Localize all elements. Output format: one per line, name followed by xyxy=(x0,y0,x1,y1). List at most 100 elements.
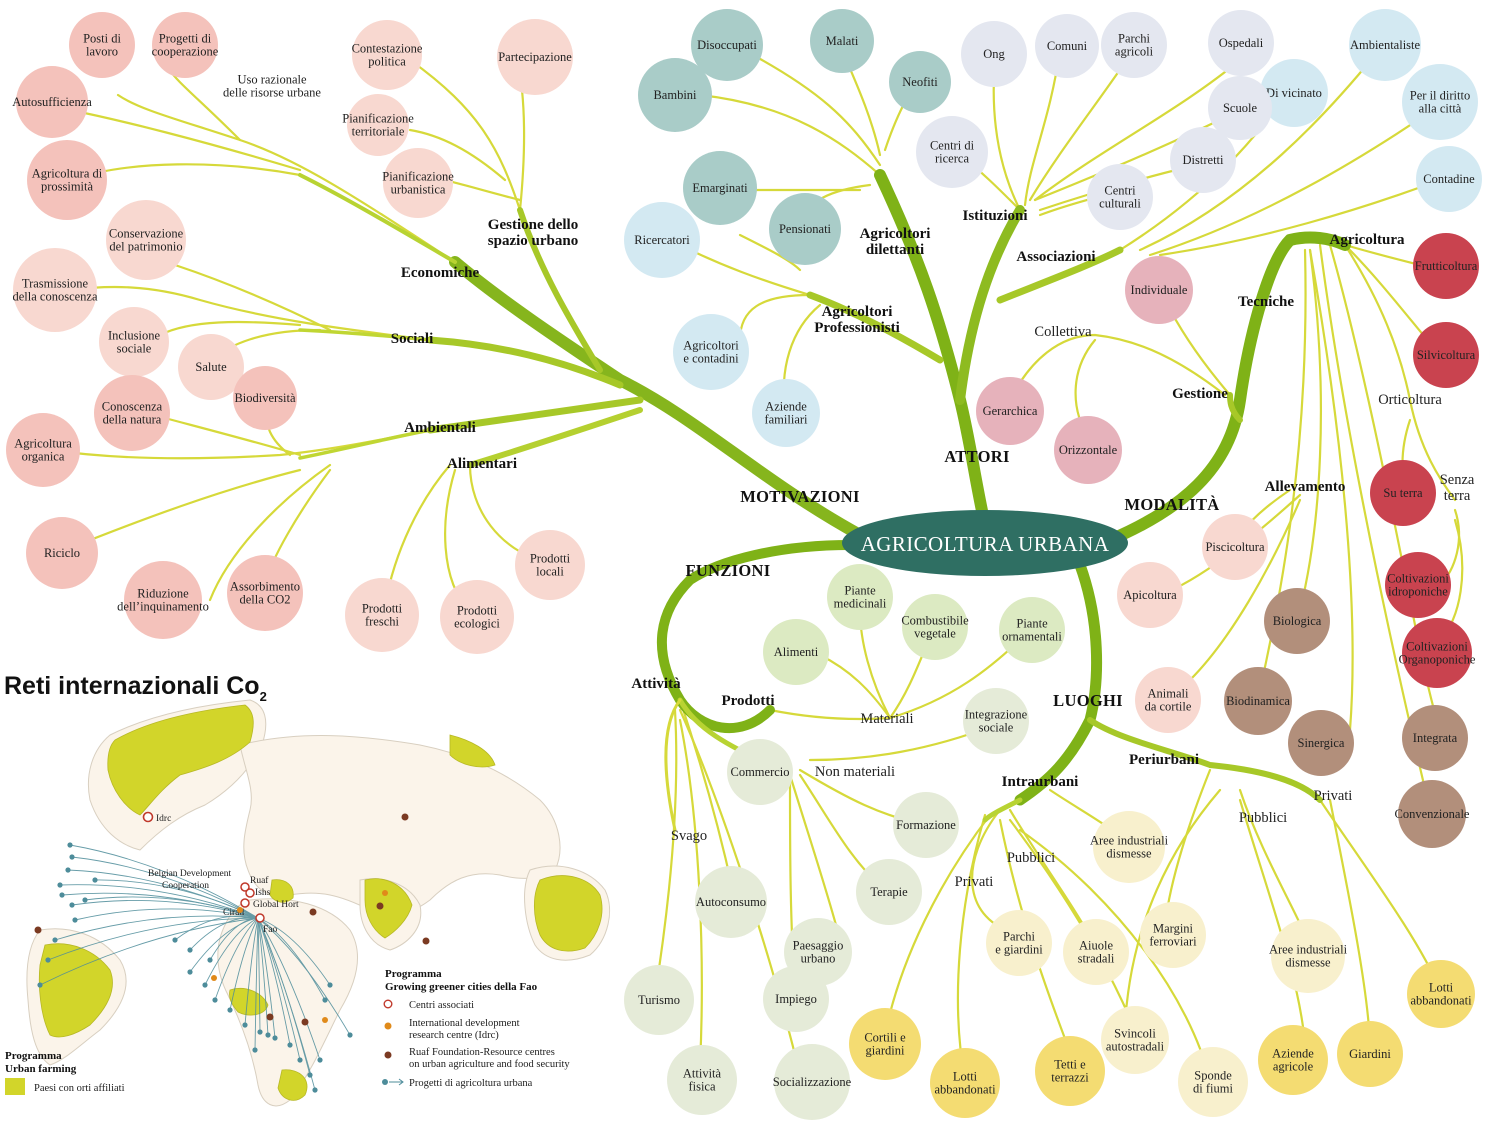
route-line xyxy=(84,896,259,919)
node-label: Individuale xyxy=(1131,283,1188,297)
node-bubble xyxy=(930,1048,1000,1118)
node-bubble xyxy=(889,51,951,113)
ruaf-marker-russia xyxy=(401,813,409,821)
project-dot xyxy=(57,882,63,888)
map-label-idrc: Idrc xyxy=(156,814,171,824)
node-bubble xyxy=(624,965,694,1035)
route-line xyxy=(229,917,259,1011)
urban-farming-swatch xyxy=(5,1078,25,1095)
main-label-attori: ATTORI xyxy=(944,447,1009,466)
node-apicoltura: Apicoltura xyxy=(1117,562,1183,628)
branch-lines xyxy=(298,169,1351,832)
route-line xyxy=(47,917,259,961)
idrc-marker-wafrica xyxy=(211,975,217,981)
map-title: Reti internazionali Co2 xyxy=(4,672,267,704)
node-label: Sinergica xyxy=(1298,736,1345,750)
node-label: Socializzazione xyxy=(773,1075,852,1089)
node-bubble xyxy=(1413,322,1479,388)
branch-label-sociali: Sociali xyxy=(391,331,434,347)
node-label: Giardini xyxy=(1349,1047,1391,1061)
branch-label-periurbani: Periurbani xyxy=(1129,752,1199,768)
legend-item-4: Progetti di agricoltura urbana xyxy=(409,1078,533,1089)
belgian-marker xyxy=(240,882,250,892)
node-bubble xyxy=(893,792,959,858)
node-bubble xyxy=(1170,127,1236,193)
node-label: Orizzontale xyxy=(1059,443,1118,457)
project-dot xyxy=(242,1022,248,1028)
project-dot xyxy=(92,877,98,883)
idrc-marker-africa xyxy=(322,1017,328,1023)
route-line xyxy=(174,915,259,941)
project-dot xyxy=(69,854,75,860)
node-bubble xyxy=(1101,12,1167,78)
center-label: AGRICOLTURA URBANA xyxy=(861,532,1110,556)
branch-label-prodotti: Prodotti xyxy=(721,693,774,709)
legend-orange-marker xyxy=(384,1022,392,1030)
node-bubble xyxy=(752,379,820,447)
node-distretti: Distretti xyxy=(1170,127,1236,193)
node-bubble xyxy=(1101,1006,1169,1074)
node-label: Distretti xyxy=(1183,153,1224,167)
map-markers: Idrc Belgian Development Cooperation Rua… xyxy=(34,811,430,1026)
node-bubble xyxy=(961,21,1027,87)
legend-brown-marker xyxy=(384,1051,392,1059)
project-dot xyxy=(312,1087,318,1093)
project-dot xyxy=(59,892,65,898)
node-bubble xyxy=(1054,416,1122,484)
route-line xyxy=(59,884,259,919)
node-bubble xyxy=(1271,919,1345,993)
map-label-cirad: Cirad xyxy=(223,908,244,918)
project-dot xyxy=(187,969,193,975)
branch-label-ambientali: Ambientali xyxy=(404,420,476,436)
map-label-belgian-2: Cooperation xyxy=(162,881,209,891)
node-bubble xyxy=(69,12,135,78)
project-dot xyxy=(347,1032,353,1038)
route-line xyxy=(257,917,316,1091)
node-bubble xyxy=(916,116,988,188)
route-line xyxy=(257,917,261,1033)
node-partecipazione: Partecipazione xyxy=(497,19,573,95)
node-label: Biologica xyxy=(1273,614,1322,628)
idrc-marker-asia xyxy=(382,890,388,896)
node-label: Gerarchica xyxy=(983,404,1038,418)
node-neofiti: Neofiti xyxy=(889,51,951,113)
node-bubble xyxy=(763,966,829,1032)
node-giardini: Giardini xyxy=(1337,1021,1403,1087)
node-bubble xyxy=(6,413,80,487)
node-salute: Salute xyxy=(178,334,244,400)
project-dot xyxy=(322,997,328,1003)
route-line xyxy=(257,917,269,1036)
node-alimenti: Alimenti xyxy=(763,619,829,685)
node-label: Comuni xyxy=(1047,39,1088,53)
node-commercio: Commercio xyxy=(727,739,793,805)
node-contadine: Contadine xyxy=(1416,146,1482,212)
world-map-inset: Reti internazionali Co2 xyxy=(4,672,611,1107)
node-bubble xyxy=(352,20,422,90)
project-dot xyxy=(227,1007,233,1013)
node-ospedali: Ospedali xyxy=(1208,10,1274,76)
node-bubble xyxy=(26,517,98,589)
node-bubble xyxy=(227,555,303,631)
branch-label-collettiva: Collettiva xyxy=(1034,324,1092,340)
route-line xyxy=(74,908,259,921)
node-disoccupati: Disoccupati xyxy=(691,9,763,81)
node-bubble xyxy=(1260,59,1328,127)
ruaf-marker-asia xyxy=(376,902,384,910)
